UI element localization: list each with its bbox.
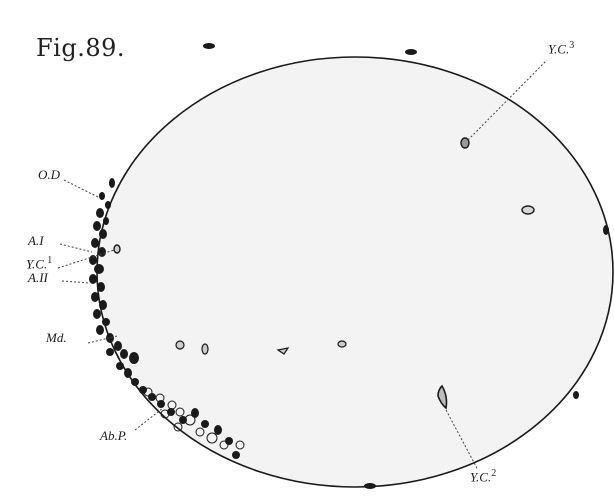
label-yc3: Y.C.3 (548, 40, 575, 57)
leader-a1 (59, 243, 93, 253)
leader-yc3 (467, 59, 548, 141)
outline-mark-bottomright (573, 391, 579, 399)
leader-abp (134, 407, 164, 431)
leader-yc2 (445, 409, 479, 471)
embryo-band (89, 178, 240, 459)
yolk-cell-3b (521, 205, 535, 215)
label-a2: A.II (28, 270, 48, 285)
outline-mark-right (603, 225, 609, 235)
outline-mark-bottom (364, 483, 376, 489)
label-a1: A.I (28, 233, 44, 248)
leader-lines (57, 59, 548, 471)
egg-outline (96, 56, 614, 488)
label-yc2: Y.C.2 (470, 468, 497, 485)
label-abp: Ab.P. (100, 428, 128, 443)
leader-yc1 (57, 249, 115, 269)
leader-a2 (61, 280, 91, 284)
figure-title: Fig.89. (36, 34, 125, 62)
leader-od (63, 179, 101, 199)
abdominal-cells (143, 387, 245, 450)
leader-md (87, 335, 118, 344)
yolk-cell-3a (460, 137, 470, 149)
outline-mark-top (203, 43, 215, 49)
yolk-cells-middle (175, 340, 347, 355)
yolk-cell-2 (437, 384, 448, 410)
yolk-cell-1 (113, 244, 121, 254)
label-od: O.D (38, 167, 61, 182)
label-yc1: Y.C.1 (26, 255, 53, 272)
outline-mark-topright (405, 49, 417, 55)
label-md: Md. (46, 330, 67, 345)
